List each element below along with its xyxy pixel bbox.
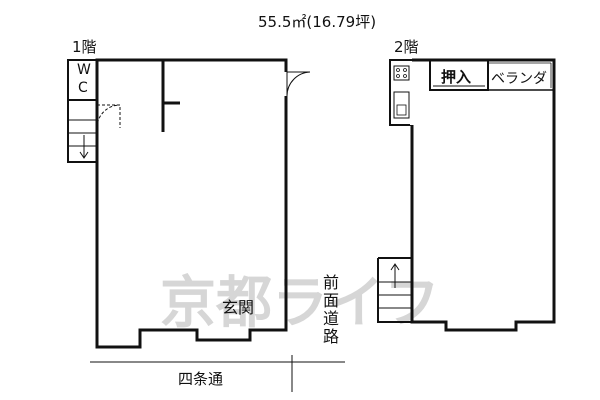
- floor2-stair: [377, 257, 413, 323]
- balcony: [487, 59, 555, 91]
- floor1-plan: [67, 58, 311, 349]
- stove-icon: [393, 65, 410, 81]
- floor1-stair: [67, 100, 97, 163]
- road-guides: [90, 355, 345, 392]
- watermark: 京都ライフ: [160, 271, 440, 336]
- front-road-label: 前面道路: [320, 274, 339, 346]
- sink-icon: [393, 91, 410, 119]
- floor1-door-right: [286, 71, 311, 97]
- area-label: 55.5㎡(16.79坪): [258, 13, 377, 31]
- entrance-label: 玄関: [222, 298, 255, 317]
- floor2-plan: [377, 58, 556, 332]
- street-label: 四条通: [178, 370, 224, 388]
- floor1-title: 1階: [72, 38, 97, 56]
- wc-label-c: C: [78, 80, 88, 96]
- floor2-outer-wall: [410, 58, 556, 332]
- floor2-title: 2階: [394, 38, 419, 56]
- kitchen-alcove: [389, 59, 412, 126]
- wc-door: [96, 104, 121, 129]
- wc-label-w: W: [77, 62, 91, 78]
- balcony-label: ベランダ: [491, 71, 547, 87]
- closet-label: 押入: [441, 68, 472, 86]
- wc-room: [67, 59, 98, 101]
